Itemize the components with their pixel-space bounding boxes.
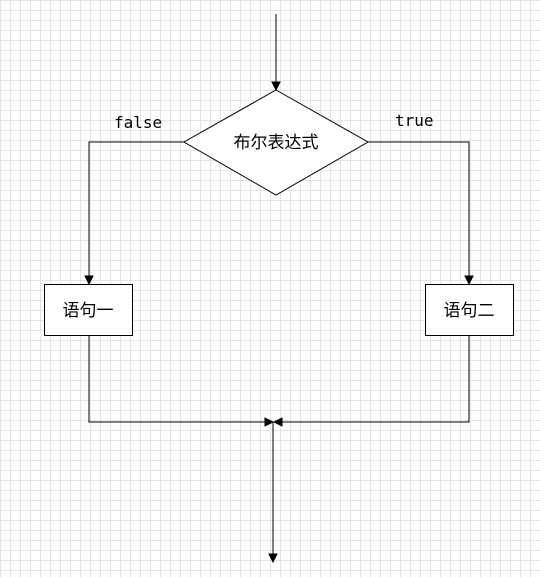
statement-one-label: 语句一 [63, 301, 114, 321]
decision-label: 布尔表达式 [234, 133, 319, 153]
exit-edge [268, 422, 278, 564]
merge-edge-left [88, 335, 275, 427]
statement-two-node: 语句二 [425, 284, 514, 336]
false-branch-edge [84, 141, 184, 286]
statement-two-label: 语句二 [444, 301, 495, 321]
statement-one-box [44, 284, 133, 336]
true-branch-label: true [395, 111, 434, 130]
statement-one-node: 语句一 [44, 284, 133, 336]
merge-edge-right [272, 335, 470, 427]
false-branch-label: false [114, 113, 162, 132]
entry-edge [271, 14, 281, 92]
decision-diamond [182, 89, 370, 196]
decision-node: 布尔表达式 [182, 89, 370, 196]
true-branch-edge [368, 141, 474, 286]
statement-two-box [425, 284, 514, 336]
